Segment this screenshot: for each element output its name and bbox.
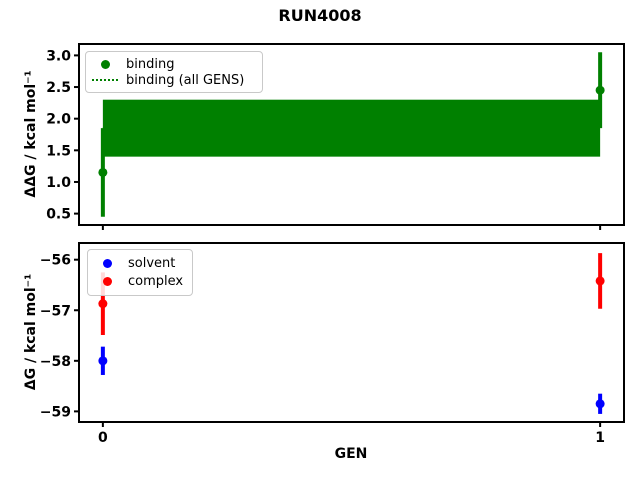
- y-tick-label: 1.5: [46, 143, 71, 159]
- y-tick-label: −58: [40, 354, 71, 370]
- y-tick-label: 1.0: [46, 175, 71, 191]
- solvent-data-point: [595, 399, 605, 409]
- y-tick-label: −57: [40, 303, 71, 319]
- axes-spines: [78, 43, 625, 226]
- uncertainty-band: [102, 99, 601, 157]
- legend-item: complex: [92, 273, 186, 290]
- binding-data-point: [98, 167, 108, 177]
- binding-data-point: [595, 85, 605, 95]
- y-tick-label: 0.5: [46, 207, 71, 223]
- legend-label: complex: [128, 274, 184, 290]
- solvent-data-point: [98, 356, 108, 366]
- legend-dot-icon: [92, 258, 122, 268]
- legend-item: binding: [90, 56, 256, 72]
- legend-label: binding (all GENS): [126, 72, 245, 88]
- y-tick-label: 3.0: [46, 48, 71, 64]
- top-y-axis-label: ΔΔG / kcal mol⁻¹: [23, 70, 39, 198]
- legend-dot-icon: [92, 277, 122, 287]
- chart-title: RUN4008: [278, 6, 362, 25]
- x-tick-label: 1: [595, 430, 605, 446]
- legend-item: solvent: [92, 255, 186, 272]
- legend-label: binding: [126, 56, 175, 72]
- x-axis-label: GEN: [334, 446, 368, 462]
- y-tick-label: −56: [40, 253, 71, 269]
- axes-spines: [78, 242, 625, 423]
- y-tick-label: −59: [40, 404, 71, 420]
- legend-item: binding (all GENS): [90, 72, 256, 88]
- y-tick-label: 2.0: [46, 112, 71, 128]
- complex-data-point: [98, 299, 108, 309]
- y-tick-label: 2.5: [46, 80, 71, 96]
- legend-label: solvent: [128, 255, 176, 271]
- legend-dotted-line-icon: [90, 79, 120, 81]
- bottom-y-axis-label: ΔG / kcal mol⁻¹: [23, 273, 39, 391]
- x-tick-label: 0: [98, 430, 108, 446]
- bottom-legend: solvent complex: [87, 249, 193, 296]
- complex-data-point: [595, 276, 605, 286]
- legend-dot-icon: [90, 59, 120, 69]
